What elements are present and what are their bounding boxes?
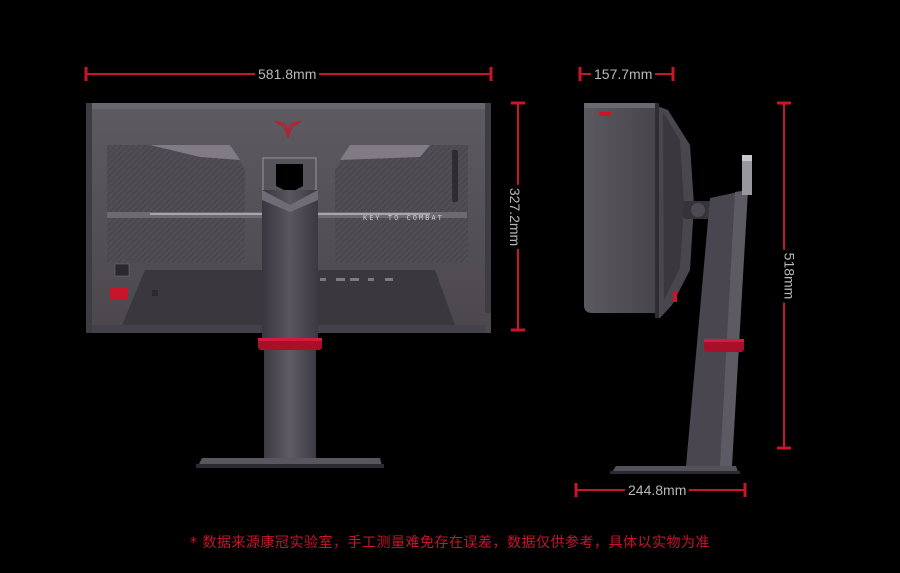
total-height-label: 518mm — [781, 249, 798, 303]
carbon-panel-right — [335, 145, 468, 263]
monitor-back-view: KEY TO COMBAT — [86, 103, 491, 468]
width-label: 581.8mm — [255, 66, 320, 82]
back-slogan: KEY TO COMBAT — [363, 214, 444, 222]
carbon-panel-left — [107, 145, 245, 263]
monitor-side-view — [584, 103, 752, 474]
side-red-collar — [704, 339, 744, 352]
winged-logo-icon — [274, 120, 302, 139]
kvm-port-icon — [114, 263, 130, 277]
side-panel — [584, 103, 657, 313]
height-label: 327.2mm — [507, 184, 524, 250]
base-depth-label: 244.8mm — [625, 482, 690, 498]
depth-label: 157.7mm — [591, 66, 656, 82]
red-button — [110, 287, 128, 300]
disclaimer-note: * 数据来源康冠实验室，手工测量难免存在误差，数据仅供参考，具体以实物为准 — [190, 535, 710, 551]
side-stand-base — [612, 466, 738, 472]
